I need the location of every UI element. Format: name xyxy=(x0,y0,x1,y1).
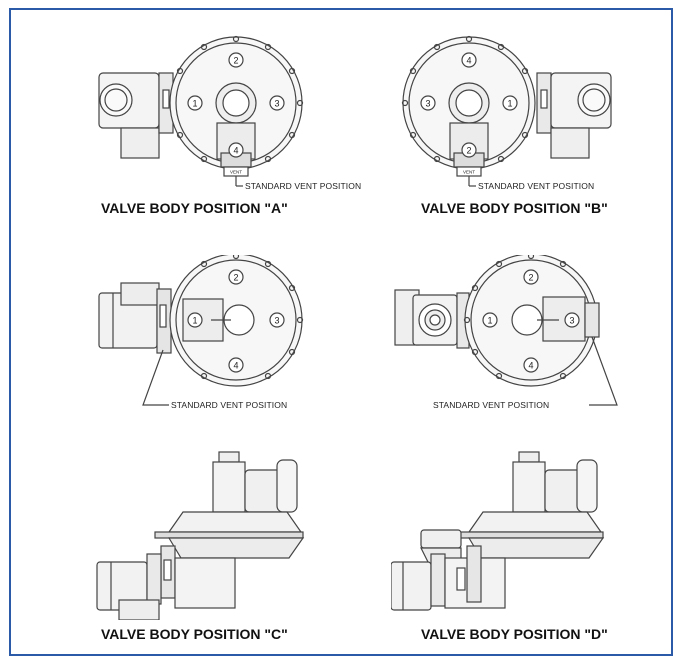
port-1-label: 1 xyxy=(192,99,197,109)
diagram-position-d: VALVE BODY POSITION "D" xyxy=(391,450,684,660)
caption-position-c: VALVE BODY POSITION "C" xyxy=(101,626,288,642)
diagram-position-b: 4 3 1 2 VENT STANDARD VENT POSITION VALV… xyxy=(391,28,684,238)
port-4-label: 4 xyxy=(233,361,238,371)
vent-position-label: STANDARD VENT POSITION xyxy=(433,400,550,410)
port-4-label: 4 xyxy=(466,56,471,66)
port-4-label: 4 xyxy=(528,361,533,371)
vent-tag: VENT xyxy=(463,170,475,175)
regulator-elevation-c xyxy=(96,451,305,620)
vent-position-label: STANDARD VENT POSITION xyxy=(478,181,595,191)
regulator-top-view-a: 2 1 3 4 VENT xyxy=(98,35,304,187)
vent-position-label: STANDARD VENT POSITION xyxy=(245,181,362,191)
port-1-label: 1 xyxy=(192,316,197,326)
port-2-label: 2 xyxy=(233,273,238,283)
diagram-position-a: 2 1 3 4 VENT STANDARD VENT POSITION VALV… xyxy=(81,28,411,238)
diagram-position-c: VALVE BODY POSITION "C" xyxy=(91,450,421,660)
port-3-label: 3 xyxy=(425,99,430,109)
port-3-label: 3 xyxy=(274,316,279,326)
regulator-top-view-b: 4 3 1 2 VENT xyxy=(401,35,612,187)
regulator-elevation-d xyxy=(391,451,605,611)
port-2-label: 2 xyxy=(528,273,533,283)
port-1-label: 1 xyxy=(507,99,512,109)
regulator-side-view-right: 2 1 3 4 xyxy=(394,255,618,406)
port-1-label: 1 xyxy=(487,316,492,326)
vent-tag: VENT xyxy=(230,170,242,175)
vent-position-label: STANDARD VENT POSITION xyxy=(171,400,288,410)
caption-position-a: VALVE BODY POSITION "A" xyxy=(101,200,288,216)
port-3-label: 3 xyxy=(569,316,574,326)
caption-position-d: VALVE BODY POSITION "D" xyxy=(421,626,608,642)
regulator-side-view-left: 2 1 3 4 xyxy=(98,255,304,406)
diagram-position-middle-left: 2 1 3 4 STANDARD VENT POSITION xyxy=(91,255,421,465)
diagram-position-middle-right: 2 1 3 4 STANDARD VENT POSITION xyxy=(391,255,684,465)
port-3-label: 3 xyxy=(274,99,279,109)
port-2-label: 2 xyxy=(466,146,471,156)
figure-frame: 2 1 3 4 VENT STANDARD VENT POSITION VALV… xyxy=(9,8,673,656)
port-2-label: 2 xyxy=(233,56,238,66)
caption-position-b: VALVE BODY POSITION "B" xyxy=(421,200,608,216)
port-4-label: 4 xyxy=(233,146,238,156)
